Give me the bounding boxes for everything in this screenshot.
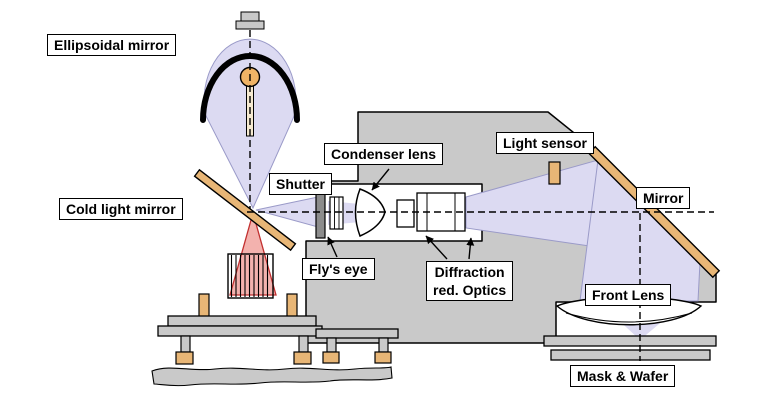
condenser-lens-arrow: [371, 168, 390, 191]
flys-eye-arrow: [327, 236, 338, 258]
label-diffraction-line2: red. Optics: [433, 282, 507, 299]
ground-band: [151, 366, 393, 387]
label-mask-wafer: Mask & Wafer: [570, 365, 676, 388]
label-ellipsoidal-mirror: Ellipsoidal mirror: [47, 34, 177, 57]
label-diffraction-line1: Diffraction: [434, 264, 505, 280]
mask-wafer-stack: [543, 335, 717, 361]
diffraction-arrow-2: [466, 237, 475, 260]
label-cold-light-mirror: Cold light mirror: [59, 198, 183, 221]
label-light-sensor: Light sensor: [496, 132, 595, 155]
label-diffraction-red-optics: Diffraction red. Optics: [426, 261, 514, 302]
label-front-lens: Front Lens: [585, 284, 672, 307]
annotation-arrows: [327, 168, 475, 260]
label-condenser-lens: Condenser lens: [324, 143, 444, 166]
label-mirror: Mirror: [636, 187, 691, 210]
support-table-right: [315, 328, 399, 364]
light-sensor-element: [548, 161, 561, 185]
diffraction-arrow-1: [425, 235, 448, 260]
support-table-left: [157, 293, 323, 365]
lamp-mount: [235, 11, 265, 30]
label-shutter: Shutter: [269, 173, 332, 196]
flys-eye-element: [329, 196, 344, 230]
label-flys-eye: Fly's eye: [302, 258, 375, 281]
cold-light-mirror-shape: [193, 168, 297, 252]
heat-sink: [227, 253, 274, 299]
optical-axis-lines: [247, 30, 714, 361]
